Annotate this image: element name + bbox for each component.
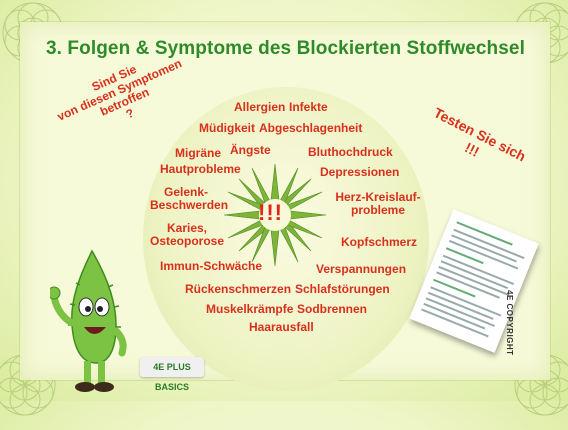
page-title: 3. Folgen & Symptome des Blockierten Sto…: [46, 38, 525, 59]
symptom-immun-schwaeche: Immun-Schwäche: [160, 259, 263, 273]
symptom-karies-osteoporose: Karies, Osteoporose: [149, 221, 224, 248]
symptom-verspannungen: Verspannungen: [316, 262, 407, 276]
symptom-herz-kreislauf: Herz-Kreislauf- probleme: [335, 190, 421, 217]
symptom-schlafstoerungen: Schlafstörungen: [295, 282, 390, 296]
copyright-mark: 4E COPYRIGHT: [505, 290, 514, 356]
symptom-kopfschmerz: Kopfschmerz: [341, 235, 418, 249]
symptom-rueckenschmerzen: Rückenschmerzen: [185, 282, 292, 296]
symptom-haarausfall: Haarausfall: [249, 320, 314, 334]
symptom-gelenkbeschwerden: Gelenk- Beschwerden: [150, 185, 229, 212]
symptom-allergien: Allergien: [234, 100, 286, 114]
brand-logo: 4E PLUS BASICS: [140, 357, 204, 392]
symptom-bluthochdruck: Bluthochdruck: [308, 145, 393, 159]
symptom-abgeschlagenheit: Abgeschlagenheit: [259, 121, 363, 135]
symptom-aengste: Ängste: [230, 143, 271, 157]
center-exclamation: !!!: [258, 200, 283, 225]
green-mascot-icon: [50, 249, 127, 392]
symptom-muskelkraempfe: Muskelkrämpfe: [206, 302, 294, 316]
symptom-muedigkeit: Müdigkeit: [199, 121, 255, 135]
symptom-infekte: Infekte: [289, 100, 328, 114]
symptom-depressionen: Depressionen: [320, 165, 400, 179]
green-burst-icon: [223, 163, 327, 267]
symptom-migraene: Migräne: [175, 146, 222, 160]
symptom-sodbrennen: Sodbrennen: [297, 302, 368, 316]
symptom-hautprobleme: Hautprobleme: [160, 162, 241, 176]
